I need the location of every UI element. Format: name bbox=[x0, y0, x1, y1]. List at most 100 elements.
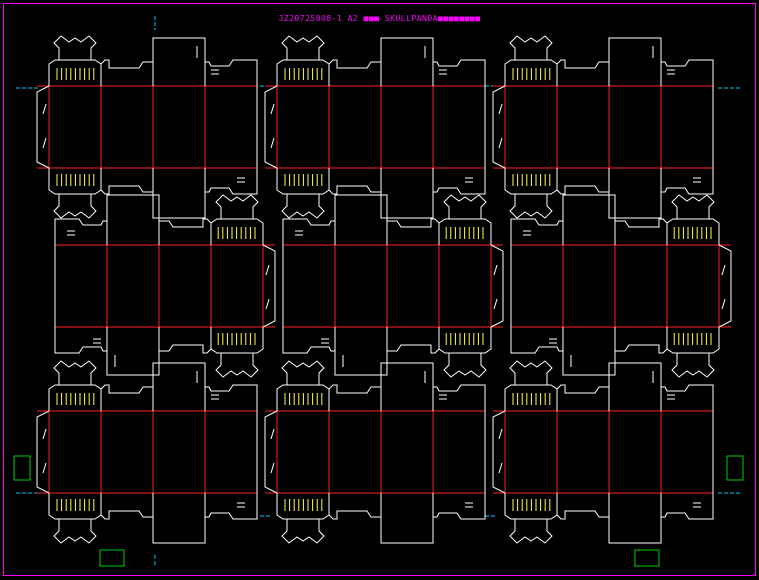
cut-line bbox=[498, 103, 503, 115]
cut-line bbox=[53, 360, 97, 385]
cut-line bbox=[48, 493, 102, 520]
cut-line bbox=[504, 493, 558, 520]
cut-line bbox=[215, 353, 259, 378]
register-mark bbox=[634, 549, 660, 567]
cut-line bbox=[504, 384, 558, 411]
cut-line bbox=[270, 137, 275, 149]
cut-line bbox=[671, 194, 715, 219]
cut-line bbox=[276, 493, 330, 520]
cut-line bbox=[380, 168, 434, 219]
cut-line bbox=[270, 428, 275, 440]
register-mark bbox=[13, 455, 31, 481]
cut-line bbox=[264, 85, 278, 169]
cut-line bbox=[328, 493, 382, 520]
carton-dieline bbox=[54, 194, 276, 378]
alignment-guides bbox=[16, 16, 742, 567]
cut-line bbox=[210, 327, 264, 354]
carton-dieline bbox=[264, 35, 486, 219]
cut-line bbox=[152, 493, 206, 544]
cut-line bbox=[493, 264, 498, 276]
cut-line bbox=[328, 168, 382, 195]
register-marks bbox=[13, 455, 744, 567]
carton-dieline bbox=[492, 360, 714, 544]
cut-line bbox=[42, 103, 47, 115]
cut-line bbox=[510, 218, 564, 245]
cut-line bbox=[158, 218, 212, 245]
cut-line bbox=[380, 362, 434, 411]
cut-line bbox=[443, 353, 487, 378]
cut-line bbox=[265, 298, 270, 310]
carton-dieline bbox=[510, 194, 732, 378]
cut-line bbox=[204, 493, 258, 520]
cut-line bbox=[438, 327, 492, 354]
drawing-title: JZ20725008-1 A2 ■■■ SKULLPANDA■■■■■■■■ bbox=[278, 14, 481, 23]
cut-line bbox=[608, 168, 662, 219]
cut-line bbox=[54, 327, 108, 354]
cut-line bbox=[556, 493, 610, 520]
cut-line bbox=[270, 103, 275, 115]
cut-line bbox=[718, 244, 732, 328]
cut-line bbox=[432, 59, 486, 86]
cut-line bbox=[493, 298, 498, 310]
cut-line bbox=[42, 137, 47, 149]
cut-line bbox=[48, 384, 102, 411]
cut-line bbox=[660, 384, 714, 411]
cut-line bbox=[265, 264, 270, 276]
cut-line bbox=[48, 59, 102, 86]
cut-line bbox=[53, 194, 97, 219]
cut-line bbox=[328, 59, 382, 86]
cut-line bbox=[556, 384, 610, 411]
cut-line bbox=[498, 137, 503, 149]
carton-dieline bbox=[264, 360, 486, 544]
cut-line bbox=[204, 384, 258, 411]
cut-line bbox=[276, 384, 330, 411]
cut-line bbox=[380, 493, 434, 544]
cut-line bbox=[666, 218, 720, 245]
register-mark bbox=[99, 549, 125, 567]
cut-line bbox=[498, 428, 503, 440]
cut-line bbox=[510, 327, 564, 354]
cut-line bbox=[432, 493, 486, 520]
cut-line bbox=[53, 35, 97, 60]
cut-line bbox=[158, 327, 212, 354]
cut-line bbox=[490, 244, 504, 328]
cut-line bbox=[276, 59, 330, 86]
cut-line bbox=[42, 428, 47, 440]
cut-line bbox=[443, 194, 487, 219]
cut-line bbox=[152, 362, 206, 411]
cut-line bbox=[660, 493, 714, 520]
cut-line bbox=[204, 168, 258, 195]
carton-dieline bbox=[492, 35, 714, 219]
cut-line bbox=[100, 384, 154, 411]
cut-line bbox=[204, 59, 258, 86]
die-layout bbox=[36, 35, 732, 544]
carton-dieline bbox=[36, 360, 258, 544]
cut-line bbox=[556, 59, 610, 86]
cut-line bbox=[328, 384, 382, 411]
cut-line bbox=[721, 264, 726, 276]
cut-line bbox=[614, 327, 668, 354]
register-mark bbox=[726, 455, 744, 481]
cut-line bbox=[48, 168, 102, 195]
cut-line bbox=[666, 327, 720, 354]
cut-line bbox=[614, 218, 668, 245]
cut-line bbox=[152, 168, 206, 219]
cut-line bbox=[608, 362, 662, 411]
cut-line bbox=[152, 37, 206, 86]
cut-line bbox=[36, 85, 50, 169]
cut-line bbox=[386, 218, 440, 245]
carton-dieline bbox=[36, 35, 258, 219]
cut-line bbox=[281, 194, 325, 219]
cut-line bbox=[608, 37, 662, 86]
cut-line bbox=[100, 59, 154, 86]
cut-line bbox=[438, 218, 492, 245]
cut-line bbox=[671, 353, 715, 378]
cut-line bbox=[210, 218, 264, 245]
cut-line bbox=[106, 194, 160, 245]
cut-line bbox=[270, 462, 275, 474]
cut-line bbox=[562, 194, 616, 245]
cut-line bbox=[282, 218, 336, 245]
cut-line bbox=[264, 410, 278, 494]
cut-line bbox=[556, 168, 610, 195]
